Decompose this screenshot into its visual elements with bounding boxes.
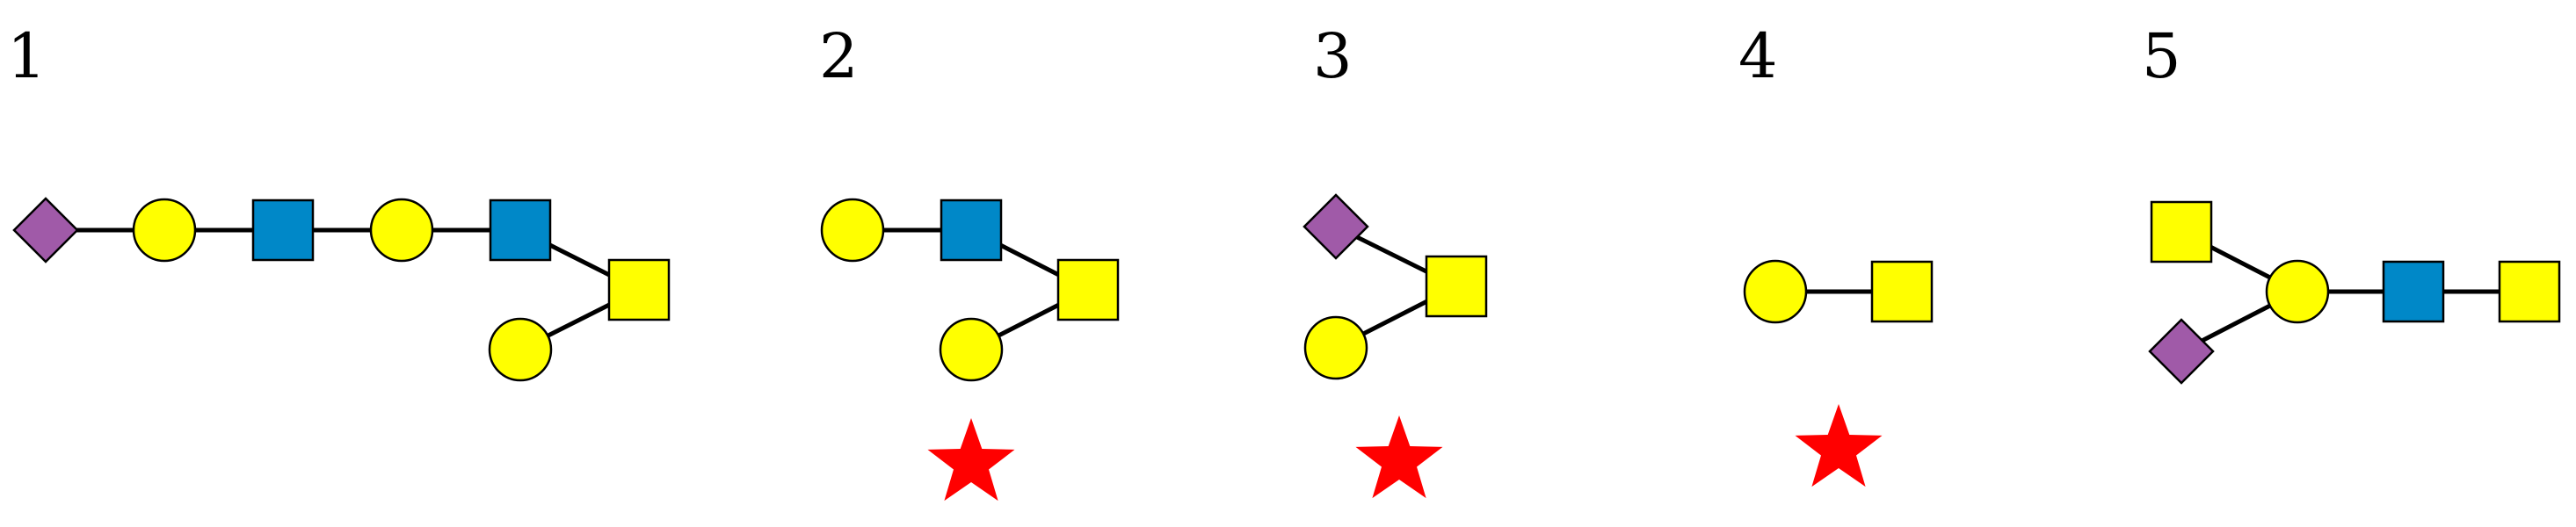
glycan-1-circle-gal3 xyxy=(488,317,553,382)
monosaccharide-residues xyxy=(12,193,2561,385)
glycan-2-square-glcnac1 xyxy=(940,199,1003,262)
glycan-1-circle-gal2 xyxy=(369,198,434,263)
glycan-1-number: 1 xyxy=(7,20,47,92)
glycan-5-square-galnac2 xyxy=(2498,260,2561,323)
glycan-2-star-icon xyxy=(927,418,1015,502)
glycan-5-number: 5 xyxy=(2142,20,2181,92)
glycan-1-diamond-sia1 xyxy=(12,197,79,264)
glycan-1-square-glcnac2 xyxy=(489,199,552,262)
glycan-5-diamond-sia1 xyxy=(2148,318,2215,385)
glycan-4-star-icon xyxy=(1795,404,1883,487)
glycan-1-square-galnac xyxy=(607,258,671,321)
glycan-3-circle-gal1 xyxy=(1303,315,1368,380)
glycan-2-circle-gal2 xyxy=(939,317,1004,382)
glycan-3-star-icon xyxy=(1355,415,1443,499)
glycan-4-circle-gal1 xyxy=(1743,259,1808,324)
glycan-3-square-galnac xyxy=(1425,255,1488,318)
glycan-1-circle-gal1 xyxy=(132,198,197,263)
glycan-5-circle-gal1 xyxy=(2265,259,2330,324)
glycan-5-square-glcnac1 xyxy=(2382,260,2445,323)
glycan-2-circle-gal1 xyxy=(820,198,885,263)
highlight-stars xyxy=(927,404,1883,502)
glycan-4-square-galnac xyxy=(1870,260,1934,323)
glycan-1-square-glcnac1 xyxy=(251,199,315,262)
glycan-4-number: 4 xyxy=(1738,20,1778,92)
glycan-2-number: 2 xyxy=(819,20,859,92)
glycan-2-square-galnac xyxy=(1056,258,1120,321)
glycan-5-square-galnac1 xyxy=(2150,200,2213,264)
glycan-3-diamond-sia1 xyxy=(1303,193,1369,260)
glycan-3-number: 3 xyxy=(1313,20,1353,92)
